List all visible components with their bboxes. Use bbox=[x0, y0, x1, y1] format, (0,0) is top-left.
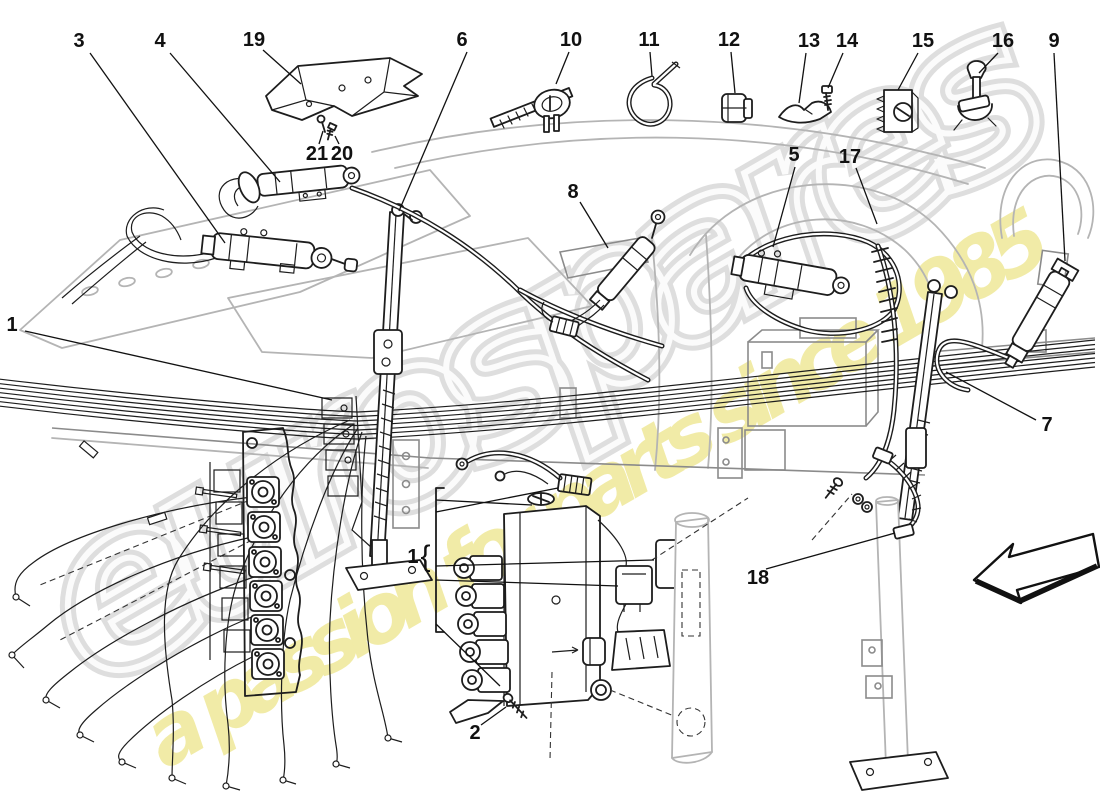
callout-9-13: 9 bbox=[1048, 30, 1060, 52]
callout-10-6: 10 bbox=[559, 29, 583, 51]
bracket-19 bbox=[265, 57, 423, 141]
callout-13-9: 13 bbox=[797, 30, 821, 52]
callout-4-1: 4 bbox=[154, 30, 166, 52]
callout-7-18: 7 bbox=[1041, 414, 1053, 436]
lift-rail-left bbox=[345, 203, 433, 591]
callout-1-17: 1 bbox=[6, 314, 18, 336]
cable-tie-11 bbox=[626, 61, 681, 127]
connector-bank bbox=[321, 395, 373, 549]
detail-bracket bbox=[435, 487, 655, 687]
callout-1-20: 1{ bbox=[407, 540, 431, 573]
callout-2-21: 2 bbox=[469, 722, 481, 744]
callout-18-19: 18 bbox=[746, 567, 770, 589]
brace-glyph: { bbox=[420, 540, 431, 573]
screw-2 bbox=[502, 692, 528, 719]
callout-5-15: 5 bbox=[788, 144, 800, 166]
clamp-15 bbox=[876, 89, 919, 133]
direction-arrow bbox=[972, 532, 1100, 605]
callout-16-12: 16 bbox=[991, 30, 1015, 52]
callout-3-0: 3 bbox=[73, 30, 85, 52]
sleeve-17 bbox=[863, 243, 899, 481]
callout-19-2: 19 bbox=[242, 29, 266, 51]
callout-14-10: 14 bbox=[835, 30, 859, 52]
valve-manifold bbox=[194, 427, 303, 697]
lift-rail-right bbox=[811, 279, 958, 791]
callout-6-5: 6 bbox=[456, 29, 468, 51]
body-panels bbox=[19, 119, 1096, 529]
cylinder-tube bbox=[671, 512, 713, 764]
callout-17-16: 17 bbox=[838, 146, 862, 168]
actuator-8 bbox=[541, 209, 666, 338]
screw-20 bbox=[326, 122, 338, 141]
callout-12-8: 12 bbox=[717, 29, 741, 51]
callout-11-7: 11 bbox=[638, 29, 660, 51]
clip-12 bbox=[721, 93, 753, 123]
strap-18 bbox=[824, 446, 922, 540]
hydraulic-hoses bbox=[8, 419, 403, 791]
pump-unit bbox=[449, 450, 749, 764]
actuator-3 bbox=[61, 207, 359, 305]
callout-15-11: 15 bbox=[911, 30, 935, 52]
callout-8-14: 8 bbox=[567, 181, 579, 203]
callout-21-3: 21 bbox=[305, 143, 329, 165]
bracket-13 bbox=[778, 100, 832, 124]
callout-20-4: 20 bbox=[330, 143, 354, 165]
actuator-4 bbox=[218, 164, 665, 383]
clip-10 bbox=[489, 87, 574, 133]
screw-21 bbox=[316, 114, 326, 133]
